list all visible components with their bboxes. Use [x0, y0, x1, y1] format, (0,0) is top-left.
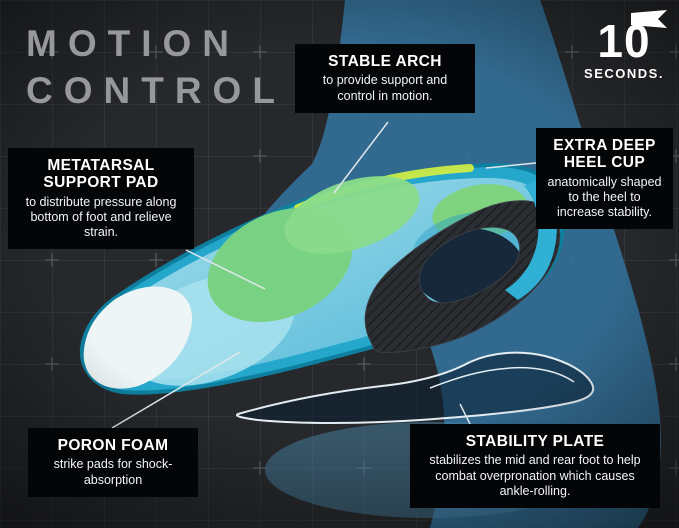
- callout-heel-cup-heading: EXTRA DEEP HEEL CUP: [553, 137, 656, 172]
- callout-metatarsal-body: to distribute pressure along bottom of f…: [25, 194, 177, 240]
- brand-number: 10: [597, 10, 668, 64]
- callout-heel-cup-body: anatomically shaped to the heel to incre…: [547, 174, 662, 220]
- callout-stable-arch-body: to provide support and control in motion…: [322, 73, 448, 103]
- callout-extra-deep-heel-cup: EXTRA DEEP HEEL CUP anatomically shaped …: [536, 128, 673, 230]
- callout-poron-body: strike pads for shock-absorption: [53, 457, 173, 487]
- callout-poron-heading: PORON FOAM: [57, 437, 169, 454]
- brand-logo: 10 SECONDS.: [578, 10, 670, 81]
- callout-poron-foam: PORON FOAM strike pads for shock-absorpt…: [28, 428, 198, 497]
- callout-plate-heading: STABILITY PLATE: [465, 433, 605, 450]
- callout-stable-arch-heading: STABLE ARCH: [328, 53, 442, 70]
- title-line-1: MOTION: [26, 23, 240, 64]
- callout-metatarsal-support-pad: METATARSAL SUPPORT PAD to distribute pre…: [8, 148, 194, 250]
- callout-stability-plate: STABILITY PLATE stabilizes the mid and r…: [410, 424, 660, 509]
- callout-metatarsal-heading: METATARSAL SUPPORT PAD: [43, 157, 159, 192]
- callout-stable-arch: STABLE ARCH to provide support and contr…: [295, 44, 475, 113]
- pennant-flag-icon: [631, 10, 668, 28]
- callout-plate-body: stabilizes the mid and rear foot to help…: [429, 453, 641, 498]
- title-line-2: CONTROL: [26, 70, 286, 112]
- brand-name: SECONDS.: [584, 66, 664, 81]
- page-title: MOTION CONTROL: [26, 20, 286, 115]
